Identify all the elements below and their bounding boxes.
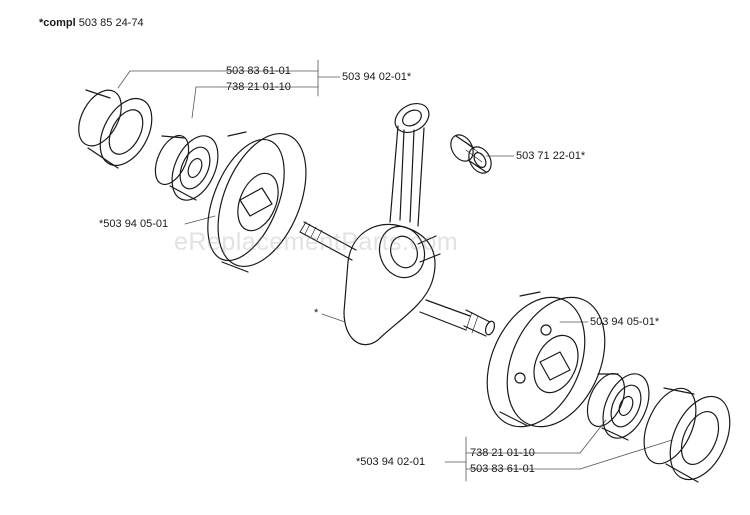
needle-bearing-drawing (450, 134, 492, 174)
watermark: eReplacementParts.com (174, 228, 459, 256)
part-label-left-crank-half: *503 94 05-01 (99, 218, 169, 230)
part-label-top-group: 503 94 02-01* (342, 71, 412, 83)
part-label-crankshaft: * (314, 307, 319, 319)
assembly-prefix: *compl (39, 17, 76, 29)
part-label-bottom-group: *503 94 02-01 (356, 456, 426, 468)
bearing-outer-right-drawing (643, 387, 731, 483)
connecting-rod-drawing (389, 102, 430, 227)
leader-lines (117, 59, 673, 482)
bearing-outer-left-drawing (78, 89, 153, 169)
part-label-needle-bearing: 503 71 22-01* (516, 150, 586, 162)
bearing-inner-left-drawing (154, 134, 219, 201)
part-label-bearing-kit-top-a: 503 83 61-01 (226, 65, 291, 77)
crank-half-right-drawing (486, 291, 606, 428)
crankshaft-drawing (299, 221, 496, 346)
part-label-right-crank-half: 503 94 05-01* (590, 316, 660, 328)
crank-half-left-drawing (207, 131, 307, 273)
part-label-bearing-kit-bottom-b: 503 83 61-01 (470, 463, 535, 475)
part-label-bearing-kit-bottom-a: 738 21 01-10 (470, 447, 535, 459)
assembly-title: *compl 503 85 24-74 (39, 17, 144, 30)
bearing-inner-right-drawing (586, 373, 650, 441)
assembly-number: 503 85 24-74 (78, 17, 144, 29)
part-label-bearing-kit-top-b: 738 21 01-10 (226, 81, 291, 93)
